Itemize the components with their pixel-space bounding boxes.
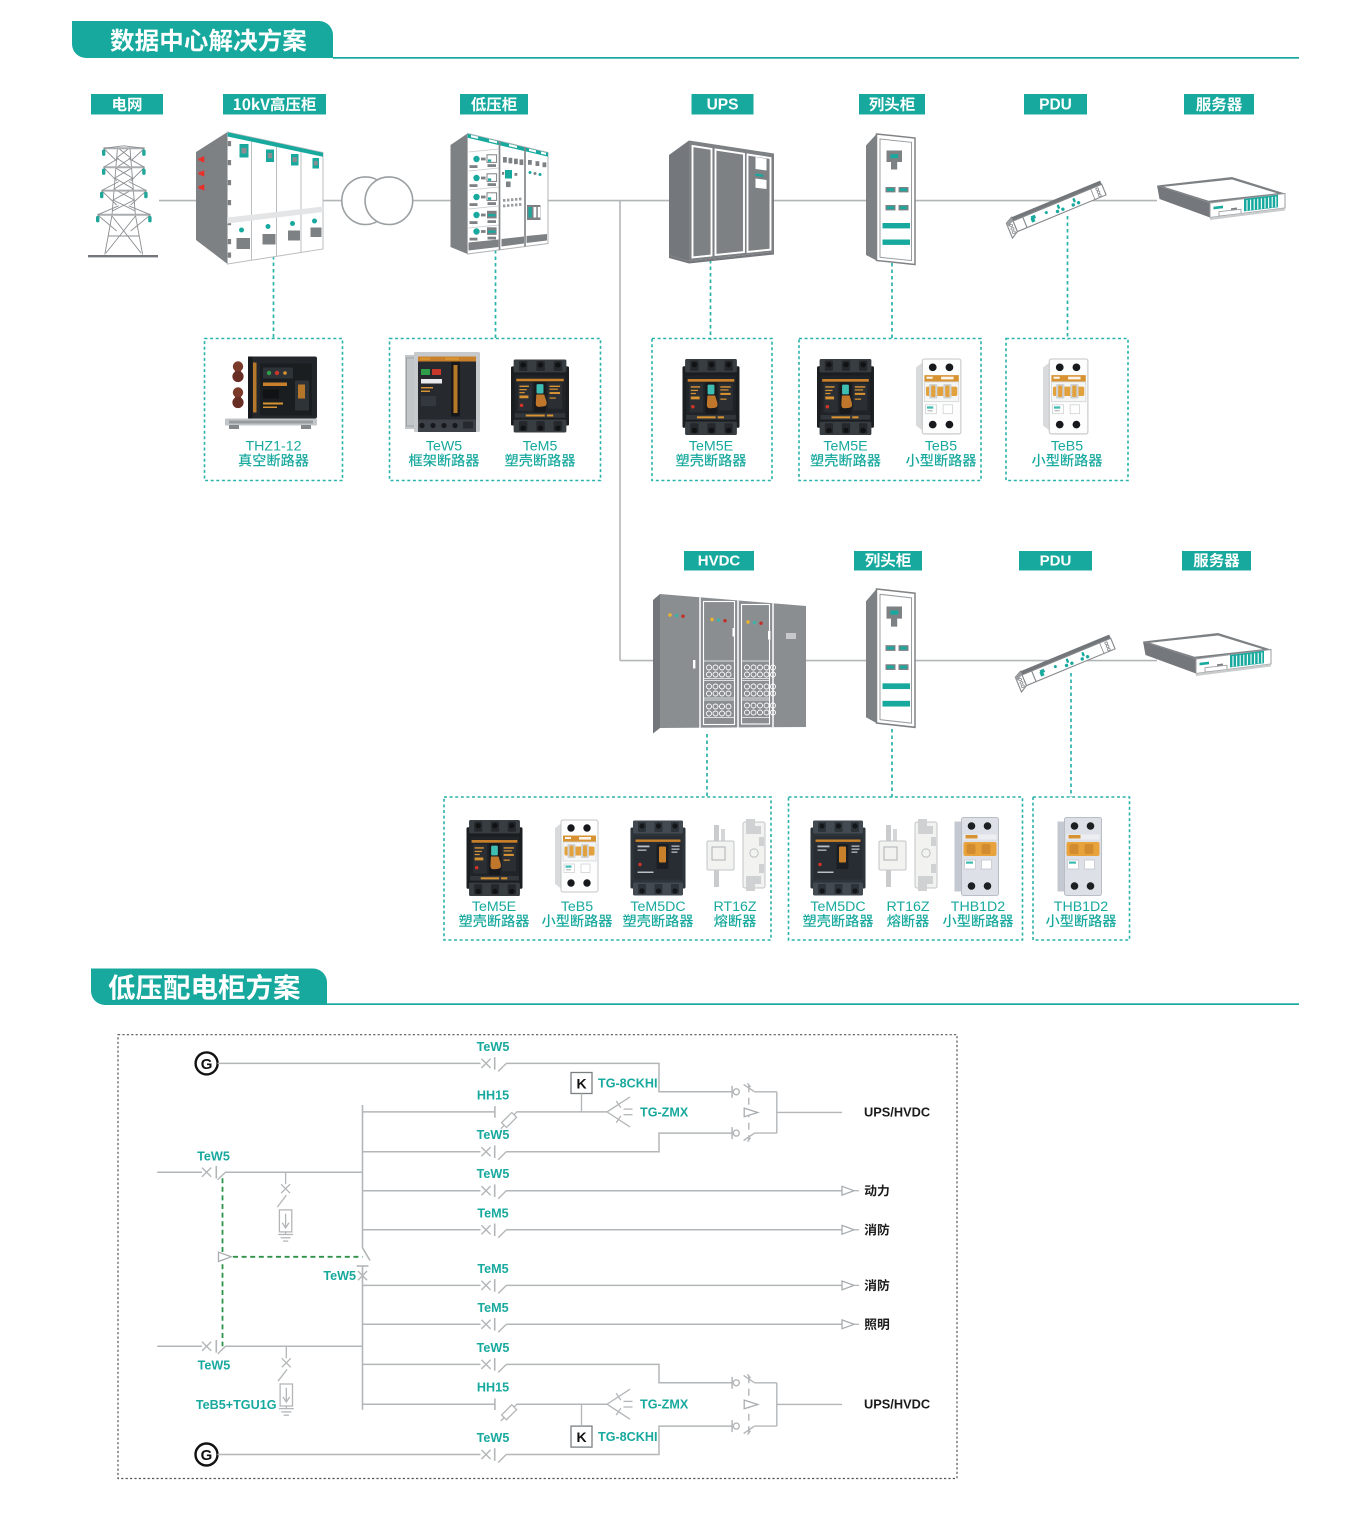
svg-text:G: G [201,1056,213,1073]
svg-text:TeW5: TeW5 [323,1269,356,1283]
svg-text:TeM5: TeM5 [477,1262,508,1276]
svg-text:PDU: PDU [1039,97,1072,114]
svg-text:TeB5+TGU1G: TeB5+TGU1G [196,1398,277,1412]
svg-text:THB1D2: THB1D2 [1054,899,1109,915]
svg-text:TG-ZMX: TG-ZMX [640,1398,689,1412]
svg-text:TeB5: TeB5 [1051,439,1083,455]
svg-text:TeW5: TeW5 [477,1128,510,1142]
svg-text:TeW5: TeW5 [477,1167,510,1181]
svg-text:TeM5E: TeM5E [823,439,867,455]
svg-text:TeB5: TeB5 [561,899,593,915]
svg-text:TeM5DC: TeM5DC [630,899,685,915]
svg-text:TeW5: TeW5 [426,439,462,455]
svg-text:TeM5DC: TeM5DC [810,899,865,915]
svg-text:TeM5: TeM5 [477,1301,508,1315]
svg-text:UPS: UPS [707,97,739,114]
svg-text:TeM5E: TeM5E [472,899,516,915]
svg-text:PDU: PDU [1040,553,1072,570]
svg-text:THZ1-12: THZ1-12 [246,439,302,455]
svg-text:UPS/HVDC: UPS/HVDC [864,1104,930,1119]
svg-text:TG-8CKHI: TG-8CKHI [598,1077,657,1091]
svg-text:HH15: HH15 [477,1381,509,1395]
svg-text:TeW5: TeW5 [477,1040,510,1054]
svg-text:UPS/HVDC: UPS/HVDC [864,1397,930,1412]
svg-text:TeM5: TeM5 [523,439,558,455]
svg-text:TeW5: TeW5 [197,1150,230,1164]
svg-text:TeW5: TeW5 [198,1359,231,1373]
svg-text:TeM5: TeM5 [477,1206,508,1220]
svg-text:G: G [201,1447,213,1464]
svg-text:TeM5E: TeM5E [689,439,733,455]
svg-text:TG-8CKHI: TG-8CKHI [598,1430,657,1444]
svg-text:HVDC: HVDC [698,553,741,570]
svg-text:RT16Z: RT16Z [713,899,756,915]
svg-text:TeW5: TeW5 [477,1341,510,1355]
svg-text:K: K [576,1429,586,1445]
svg-text:HH15: HH15 [477,1088,509,1102]
svg-text:TeW5: TeW5 [477,1431,510,1445]
svg-text:TG-ZMX: TG-ZMX [640,1105,689,1119]
svg-text:RT16Z: RT16Z [886,899,929,915]
svg-text:TeB5: TeB5 [925,439,957,455]
svg-text:THB1D2: THB1D2 [951,899,1006,915]
svg-text:K: K [576,1076,586,1092]
